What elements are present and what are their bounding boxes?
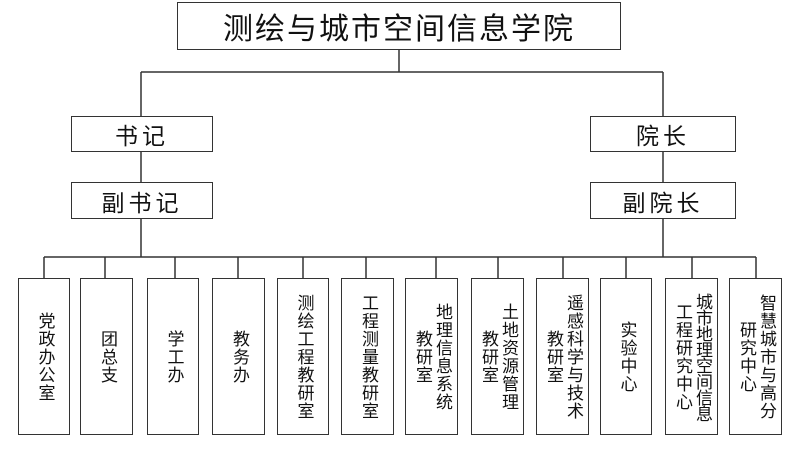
unit-label-line2: 教研室 bbox=[543, 329, 563, 384]
unit-label-line2: 教研室 bbox=[478, 329, 498, 384]
unit-surveying-eng: 测绘工程教研室 bbox=[277, 278, 329, 435]
secretary-label: 书记 bbox=[115, 124, 169, 150]
unit-lab-center: 实验中心 bbox=[600, 278, 652, 435]
unit-remote-sensing: 遥感科学与技术 教研室 bbox=[536, 278, 589, 435]
root-node: 测绘与城市空间信息学院 bbox=[177, 2, 621, 50]
unit-label: 教务办 bbox=[229, 329, 249, 384]
unit-land-resources: 土地资源管理 教研室 bbox=[471, 278, 524, 435]
unit-urban-geo-center: 城市地理空间信息 工程研究中心 bbox=[665, 278, 718, 435]
unit-label-line1: 土地资源管理 bbox=[498, 302, 518, 411]
unit-label: 学工办 bbox=[163, 329, 184, 384]
unit-party-office: 党政办公室 bbox=[18, 278, 70, 435]
secretary-node: 书记 bbox=[71, 116, 213, 152]
unit-geoinfo: 地理信息系统 教研室 bbox=[405, 278, 458, 435]
vice-dean-label: 副院长 bbox=[622, 190, 704, 217]
vice-dean-node: 副院长 bbox=[590, 182, 736, 219]
dean-label: 院长 bbox=[636, 124, 690, 150]
unit-eng-surveying: 工程测量教研室 bbox=[341, 278, 394, 435]
unit-student-affairs: 学工办 bbox=[147, 278, 199, 435]
unit-label-line1: 智慧城市与高分 bbox=[756, 293, 776, 420]
deputy-secretary-label: 副书记 bbox=[101, 190, 183, 217]
unit-label: 团总支 bbox=[97, 329, 117, 384]
unit-academic-affairs: 教务办 bbox=[212, 278, 265, 435]
unit-label: 党政办公室 bbox=[34, 311, 55, 402]
deputy-secretary-node: 副书记 bbox=[71, 182, 213, 219]
unit-label: 工程测量教研室 bbox=[358, 293, 378, 420]
unit-label-line1: 遥感科学与技术 bbox=[563, 293, 583, 420]
unit-label-line2: 教研室 bbox=[412, 329, 432, 384]
unit-label-line1: 城市地理空间信息 bbox=[692, 292, 712, 421]
unit-label-line2: 工程研究中心 bbox=[672, 302, 692, 411]
unit-smart-city-center: 智慧城市与高分 研究中心 bbox=[729, 278, 782, 435]
dean-node: 院长 bbox=[590, 116, 736, 152]
unit-youth-league: 团总支 bbox=[80, 278, 133, 435]
unit-label-line2: 研究中心 bbox=[736, 320, 756, 393]
unit-label: 实验中心 bbox=[616, 320, 637, 393]
unit-label-line1: 地理信息系统 bbox=[432, 302, 452, 411]
root-label: 测绘与城市空间信息学院 bbox=[223, 12, 575, 47]
unit-label: 测绘工程教研室 bbox=[293, 293, 314, 420]
